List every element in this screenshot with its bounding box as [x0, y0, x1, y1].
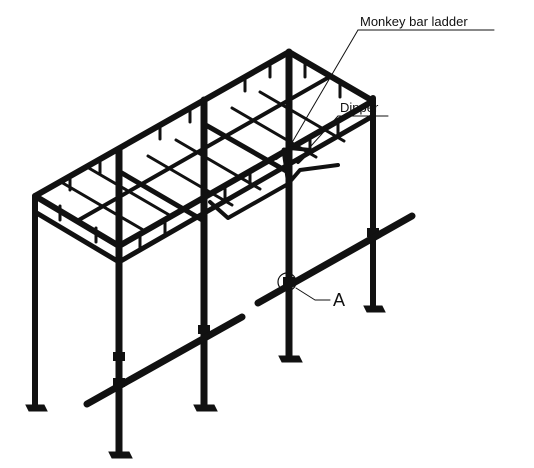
barbells: [83, 212, 416, 408]
detail-a-label: A: [333, 290, 345, 310]
dipper-label: Dipper: [340, 100, 379, 115]
dipper-attachment: [208, 146, 340, 220]
uprights: [32, 48, 376, 456]
callout-leaders: [277, 29, 495, 301]
base-plates: [25, 305, 386, 459]
monkey-bar-ladder-label: Monkey bar ladder: [360, 14, 468, 29]
